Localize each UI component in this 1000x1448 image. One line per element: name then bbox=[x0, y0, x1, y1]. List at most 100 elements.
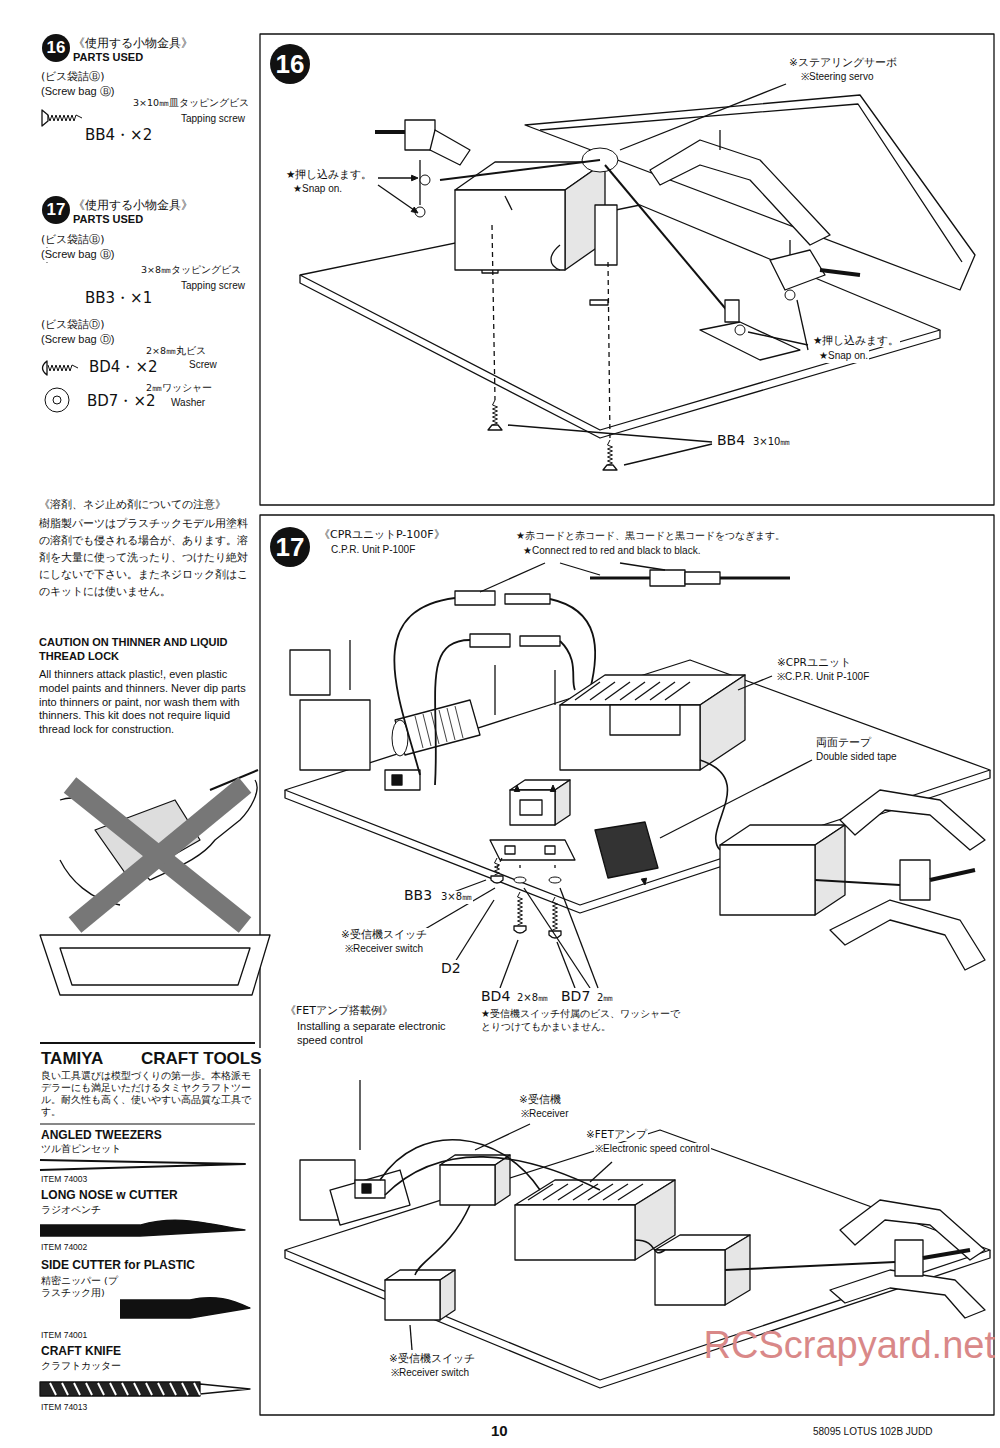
craft-knife bbox=[170, 1383, 176, 1395]
part-code: BD7・×2 bbox=[86, 392, 157, 411]
receiver-switch bbox=[520, 800, 542, 815]
plug bbox=[650, 570, 685, 586]
chassis-plate bbox=[285, 660, 990, 905]
guide-line bbox=[519, 862, 520, 868]
callout: ※C.P.R. Unit P-100F bbox=[776, 671, 870, 684]
tool-name: ツル首ピンセット bbox=[40, 1143, 122, 1155]
heat-sink bbox=[650, 682, 675, 700]
steering-servo bbox=[720, 845, 815, 915]
wire bbox=[380, 1140, 540, 1190]
washer-symbol bbox=[53, 396, 61, 404]
tool-name: SIDE CUTTER for PLASTIC bbox=[40, 1258, 196, 1273]
caution-text: All thinners attack plastic!, even plast… bbox=[38, 668, 252, 737]
servo-wire bbox=[551, 245, 560, 270]
knuckle bbox=[895, 1240, 923, 1276]
tweezers bbox=[40, 1160, 245, 1170]
prohibition-cross bbox=[70, 785, 245, 925]
leader bbox=[500, 940, 518, 988]
step-frame bbox=[260, 34, 994, 505]
receiver-switch bbox=[440, 1270, 455, 1320]
switch-plate bbox=[490, 840, 575, 860]
craft-knife bbox=[110, 1383, 116, 1395]
craft-knife bbox=[146, 1383, 152, 1395]
post bbox=[554, 670, 555, 705]
chassis-plate bbox=[285, 770, 990, 913]
axle bbox=[820, 270, 860, 275]
heat-sink bbox=[665, 682, 690, 700]
part-description: 2×8㎜丸ビス bbox=[145, 345, 207, 357]
guide-line bbox=[608, 262, 610, 440]
part-code: BD4・×2 bbox=[88, 358, 159, 377]
post bbox=[349, 640, 350, 690]
heat-sink bbox=[605, 682, 630, 700]
heat-sink bbox=[590, 682, 615, 700]
part-code: BB3・×1 bbox=[84, 289, 153, 308]
promo-text: 良い工具選びは模型づくりの第一歩。本格派モデラーにも満足いただけるタミヤクラフト… bbox=[40, 1070, 256, 1118]
post bbox=[359, 1080, 360, 1150]
dimension: 3×10㎜ bbox=[752, 436, 791, 449]
section-heading: 《CPRユニットP-100F》 bbox=[318, 528, 446, 542]
heat-sink bbox=[575, 682, 600, 700]
callout: ※受信機 bbox=[518, 1093, 562, 1106]
tool-name: クラフトカッター bbox=[40, 1360, 122, 1372]
leader bbox=[620, 563, 665, 570]
callout: ※受信機スイッチ bbox=[340, 928, 428, 941]
gear-housing bbox=[300, 700, 370, 770]
screw-symbol bbox=[491, 876, 503, 883]
step-number: 16 bbox=[42, 34, 70, 62]
wire bbox=[415, 1205, 470, 1275]
craft-knife bbox=[62, 1383, 68, 1395]
dimension: 3×8㎜ bbox=[440, 891, 473, 904]
connector bbox=[355, 1180, 385, 1198]
wire bbox=[720, 577, 790, 580]
section-heading: PARTS USED bbox=[72, 213, 144, 227]
tool-name: LONG NOSE w CUTTER bbox=[40, 1188, 179, 1203]
rule bbox=[40, 1124, 255, 1125]
bag-label: (ビス袋詰Ⓑ) bbox=[40, 233, 106, 247]
axle bbox=[375, 130, 405, 134]
arrow-head bbox=[411, 207, 418, 213]
tray bbox=[60, 948, 250, 985]
plug bbox=[685, 572, 720, 584]
leader bbox=[748, 332, 808, 345]
receiver bbox=[440, 1165, 495, 1205]
servo-mount bbox=[595, 205, 617, 265]
steering-servo bbox=[655, 1250, 725, 1305]
receiver-switch bbox=[555, 780, 570, 825]
tray bbox=[40, 935, 270, 995]
leader bbox=[524, 888, 590, 988]
screw-symbol bbox=[514, 926, 526, 933]
wire bbox=[550, 599, 595, 690]
callout: ★赤コードと赤コード、黒コードと黒コードをつなぎます。 bbox=[515, 530, 786, 543]
post bbox=[494, 665, 495, 715]
heat-sink bbox=[528, 1184, 553, 1200]
receiver-switch bbox=[510, 790, 555, 825]
switch-plate bbox=[505, 846, 555, 854]
callout: ※Steering servo bbox=[800, 71, 874, 84]
callout: ★Snap on. bbox=[292, 183, 343, 196]
callout: 両面テープ bbox=[815, 736, 872, 749]
plug bbox=[505, 594, 550, 604]
caution-heading: 《溶剤、ネジ止め剤についての注意》 bbox=[38, 498, 227, 512]
section-heading: 《使用する小物金具》 bbox=[72, 36, 194, 50]
callout: ※Receiver switch bbox=[344, 943, 424, 956]
gear-housing bbox=[290, 650, 330, 695]
leader bbox=[624, 444, 712, 465]
craft-knife bbox=[74, 1383, 80, 1395]
part-description: Screw bbox=[188, 359, 218, 372]
arrow-head bbox=[514, 785, 519, 791]
washer-symbol bbox=[514, 877, 526, 883]
leader bbox=[557, 942, 575, 988]
step-number-text: 17 bbox=[47, 200, 66, 220]
callout: ※CPRユニット bbox=[776, 656, 852, 669]
step-number: 17 bbox=[270, 527, 310, 567]
section-heading: 《使用する小物金具》 bbox=[72, 198, 194, 212]
callout: ★押し込みます。 bbox=[812, 334, 900, 347]
lower-arm bbox=[830, 900, 985, 970]
speed-controller bbox=[560, 705, 700, 770]
speed-controller bbox=[515, 1205, 635, 1260]
connector bbox=[362, 1184, 371, 1193]
ball-stud bbox=[719, 130, 720, 150]
double-sided-tape bbox=[595, 822, 658, 878]
heat-sink bbox=[618, 1184, 643, 1200]
